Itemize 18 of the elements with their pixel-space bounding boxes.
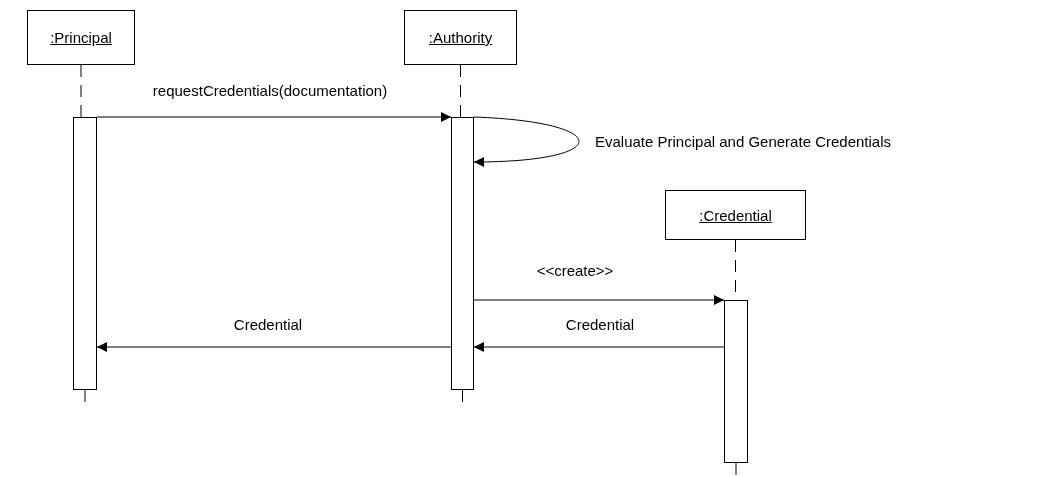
edge-label: requestCredentials(documentation) xyxy=(152,82,388,100)
edge-label: Credential xyxy=(233,316,303,334)
edge-label: Evaluate Principal and Generate Credentials xyxy=(595,133,891,151)
object-box: :Authority xyxy=(404,10,517,65)
lifeline xyxy=(80,64,82,118)
object-box: :Principal xyxy=(27,10,135,65)
message-arrow xyxy=(96,342,452,352)
lifeline xyxy=(460,64,461,118)
self-message-arrow xyxy=(473,116,580,167)
message-arrow xyxy=(96,112,452,122)
message-arrow xyxy=(473,342,725,352)
object-box: :Credential xyxy=(665,190,806,240)
message-arrow xyxy=(473,295,725,305)
activation-bar xyxy=(73,117,97,390)
edge-label: <<create>> xyxy=(536,262,614,280)
activation-bar xyxy=(724,300,748,463)
edge-label: Credential xyxy=(565,316,635,334)
activation-bar xyxy=(451,117,474,390)
